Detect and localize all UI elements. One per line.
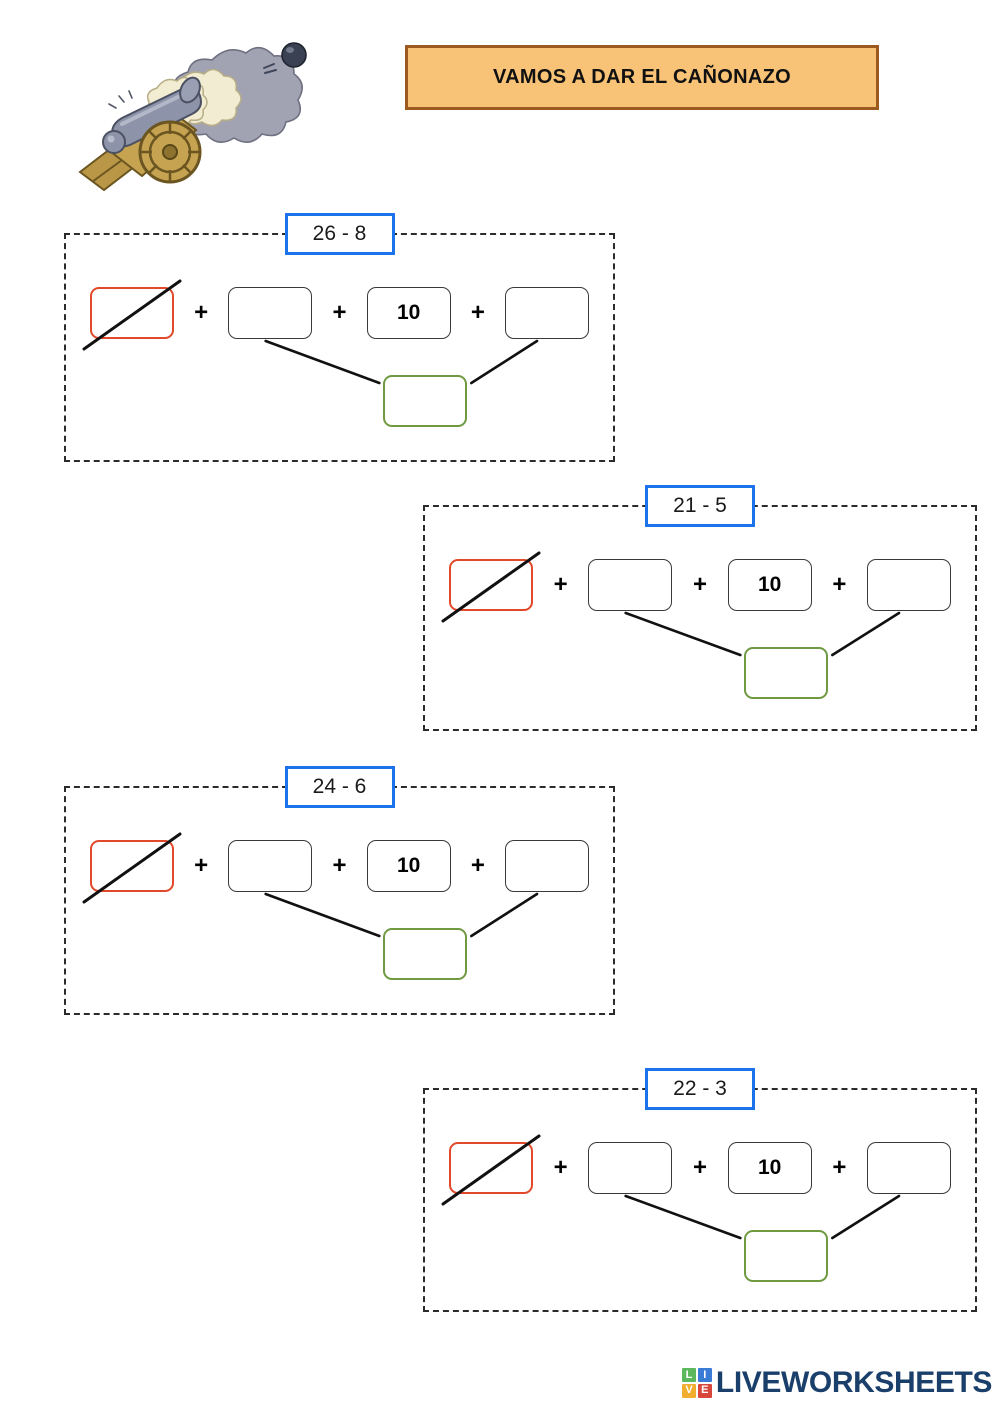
cannon-firing-illustration	[62, 20, 332, 200]
crossed-box[interactable]	[82, 279, 182, 351]
blank-box-2[interactable]	[504, 287, 589, 339]
ten-box: 10	[727, 1142, 812, 1194]
exercise-body: + +10 +	[66, 235, 613, 460]
blank-box-1[interactable]	[228, 840, 313, 892]
crossed-box[interactable]	[441, 1134, 541, 1206]
logo-tile-i: I	[697, 1368, 712, 1383]
blank-box-2[interactable]	[866, 1142, 951, 1194]
connector-lines	[624, 1194, 901, 1240]
exercise-block: 24 - 6 + +10 +	[64, 766, 615, 1015]
plus-operator: +	[332, 299, 347, 326]
expression-row: + +10 +	[441, 1134, 951, 1206]
exercise-body: + +10 +	[66, 788, 613, 1013]
plus-operator: +	[470, 852, 485, 879]
blank-box-1[interactable]	[228, 287, 313, 339]
plus-operator: +	[553, 571, 568, 598]
expression-row: + +10 +	[441, 551, 951, 623]
answer-box[interactable]	[383, 375, 468, 427]
logo-tile-l: L	[681, 1368, 697, 1383]
plus-operator: +	[194, 852, 209, 879]
plus-operator: +	[832, 1154, 847, 1181]
strikethrough-icon	[82, 832, 182, 904]
logo-tile-v: V	[681, 1383, 697, 1398]
blank-box-2[interactable]	[866, 559, 951, 611]
plus-operator: +	[470, 299, 485, 326]
logo-tile-e: E	[697, 1383, 712, 1398]
blank-box-1[interactable]	[588, 1142, 673, 1194]
ten-box: 10	[727, 559, 812, 611]
strikethrough-icon	[441, 1134, 541, 1206]
crossed-box[interactable]	[82, 832, 182, 904]
plus-operator: +	[692, 1154, 707, 1181]
plus-operator: +	[832, 571, 847, 598]
strikethrough-icon	[441, 551, 541, 623]
connector-lines	[624, 611, 901, 657]
exercise-label: 22 - 3	[645, 1068, 755, 1110]
page-title: VAMOS A DAR EL CAÑONAZO	[492, 66, 791, 88]
exercise-body: + +10 +	[425, 1090, 975, 1310]
answer-box[interactable]	[744, 647, 829, 699]
expression-row: + +10 +	[82, 832, 589, 904]
expression-row: + +10 +	[82, 279, 589, 351]
answer-box[interactable]	[744, 1230, 829, 1282]
exercise-body: + +10 +	[425, 507, 975, 729]
page-title-banner: VAMOS A DAR EL CAÑONAZO	[405, 45, 879, 110]
exercise-label: 21 - 5	[645, 485, 755, 527]
answer-box[interactable]	[383, 928, 468, 980]
exercise-block: 21 - 5 + +10 +	[423, 485, 977, 731]
blank-box-1[interactable]	[588, 559, 673, 611]
plus-operator: +	[194, 299, 209, 326]
exercise-label: 26 - 8	[284, 213, 395, 255]
crossed-box[interactable]	[441, 551, 541, 623]
exercise-block: 22 - 3 + +10 +	[423, 1068, 977, 1312]
plus-operator: +	[692, 571, 707, 598]
blank-box-2[interactable]	[504, 840, 589, 892]
plus-operator: +	[553, 1154, 568, 1181]
plus-operator: +	[332, 852, 347, 879]
strikethrough-icon	[82, 279, 182, 351]
connector-lines	[264, 892, 539, 938]
exercise-label: 24 - 6	[284, 766, 395, 808]
ten-box: 10	[366, 287, 451, 339]
connector-lines	[264, 339, 539, 385]
exercise-block: 26 - 8 + +10 +	[64, 213, 615, 462]
liveworksheets-wordmark: LIVEWORKSHEETS	[715, 1366, 992, 1399]
ten-box: 10	[366, 840, 451, 892]
